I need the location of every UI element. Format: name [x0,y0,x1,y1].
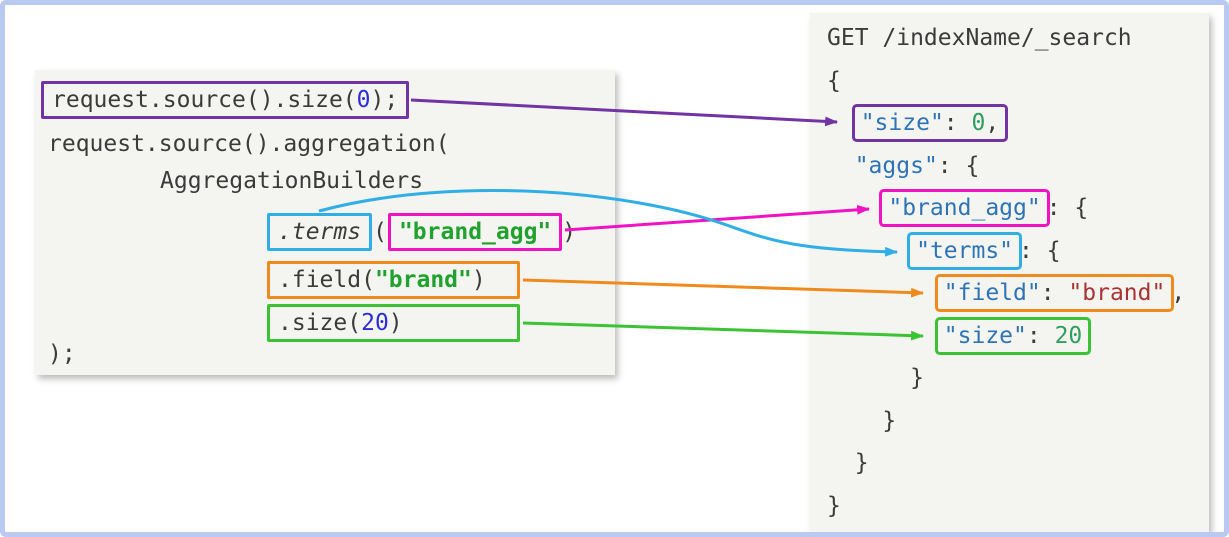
colon: : [1040,280,1069,306]
java-number-zero: 0 [356,87,371,113]
code-text: .size( [278,310,362,336]
code-text: .field( [278,267,375,293]
json-value-zero: 0 [971,110,986,136]
highlight-ring-orange-dsl: "field": "brand" [938,277,1172,309]
highlight-ring-purple-dsl: "size": 0, [855,107,1006,139]
json-key-size-inner: "size" [943,322,1027,349]
highlight-ring-cyan-dsl: "terms" [910,235,1019,267]
highlight-ring-pink-dsl: "brand_agg" [882,192,1046,224]
code-line-aggregation-builders: AggregationBuilders [160,168,424,194]
java-code-panel: request.source().size(0); request.source… [35,70,615,375]
close-brace: } [827,492,841,519]
terms-method: .terms [278,219,362,245]
highlight-box-cyan-java: .terms [267,213,373,251]
json-key-field: "field" [943,280,1041,306]
comma: , [1171,280,1186,306]
highlight-box-purple-java: request.source().size(0); [41,81,410,119]
code-text: request.source().size( [52,87,357,113]
indent [827,323,938,349]
request-line: GET /indexName/_search [827,25,1132,51]
highlight-box-green-java: .size(20) [267,304,520,342]
json-key-terms: "terms" [916,237,1014,264]
dsl-query-panel: GET /indexName/_search { "size": 0, "agg… [810,13,1209,532]
close-paren: ) [562,219,577,245]
colon: : [943,110,972,136]
java-string-brand-agg: "brand_agg" [398,219,552,245]
highlight-box-orange-java: .field("brand") [267,261,520,299]
close-brace: } [827,407,897,434]
code-text: ) [388,310,403,336]
close-brace: } [827,365,924,391]
java-string-brand: "brand" [374,267,472,293]
code-line-terms: .terms ( "brand_agg") [267,213,576,251]
highlight-ring-green-dsl: "size": 20 [938,320,1089,352]
code-text: ) [471,267,486,293]
indent [827,280,938,306]
code-line-size-source: request.source().size(0); [41,81,410,119]
comma: , [985,110,1000,136]
code-line-close: ); [48,341,76,367]
code-line-size20: .size(20) [267,304,520,342]
open-paren: ( [373,219,387,245]
colon: : [1026,322,1055,349]
code-line-field: .field("brand") [267,261,520,299]
json-key-brand-agg: "brand_agg" [888,195,1041,221]
java-number-twenty: 20 [361,310,389,336]
open-brace: { [827,67,841,94]
json-value-brand: "brand" [1068,280,1166,306]
indent [827,195,882,221]
aggs-open: : { [937,152,980,179]
dsl-code: GET /indexName/_search { "size": 0, "agg… [827,17,1185,527]
indent [827,153,855,179]
code-line-aggregation: request.source().aggregation( [48,131,450,157]
json-value-twenty: 20 [1054,322,1083,349]
json-key-size: "size" [860,110,944,136]
json-key-aggs: "aggs" [854,152,938,179]
brand-agg-open: : { [1046,195,1089,221]
indent [827,110,855,136]
close-brace: } [827,450,869,476]
highlight-box-pink-java: "brand_agg" [387,213,563,251]
terms-open: : { [1019,237,1061,264]
indent [827,238,910,264]
code-text: ); [370,87,399,113]
